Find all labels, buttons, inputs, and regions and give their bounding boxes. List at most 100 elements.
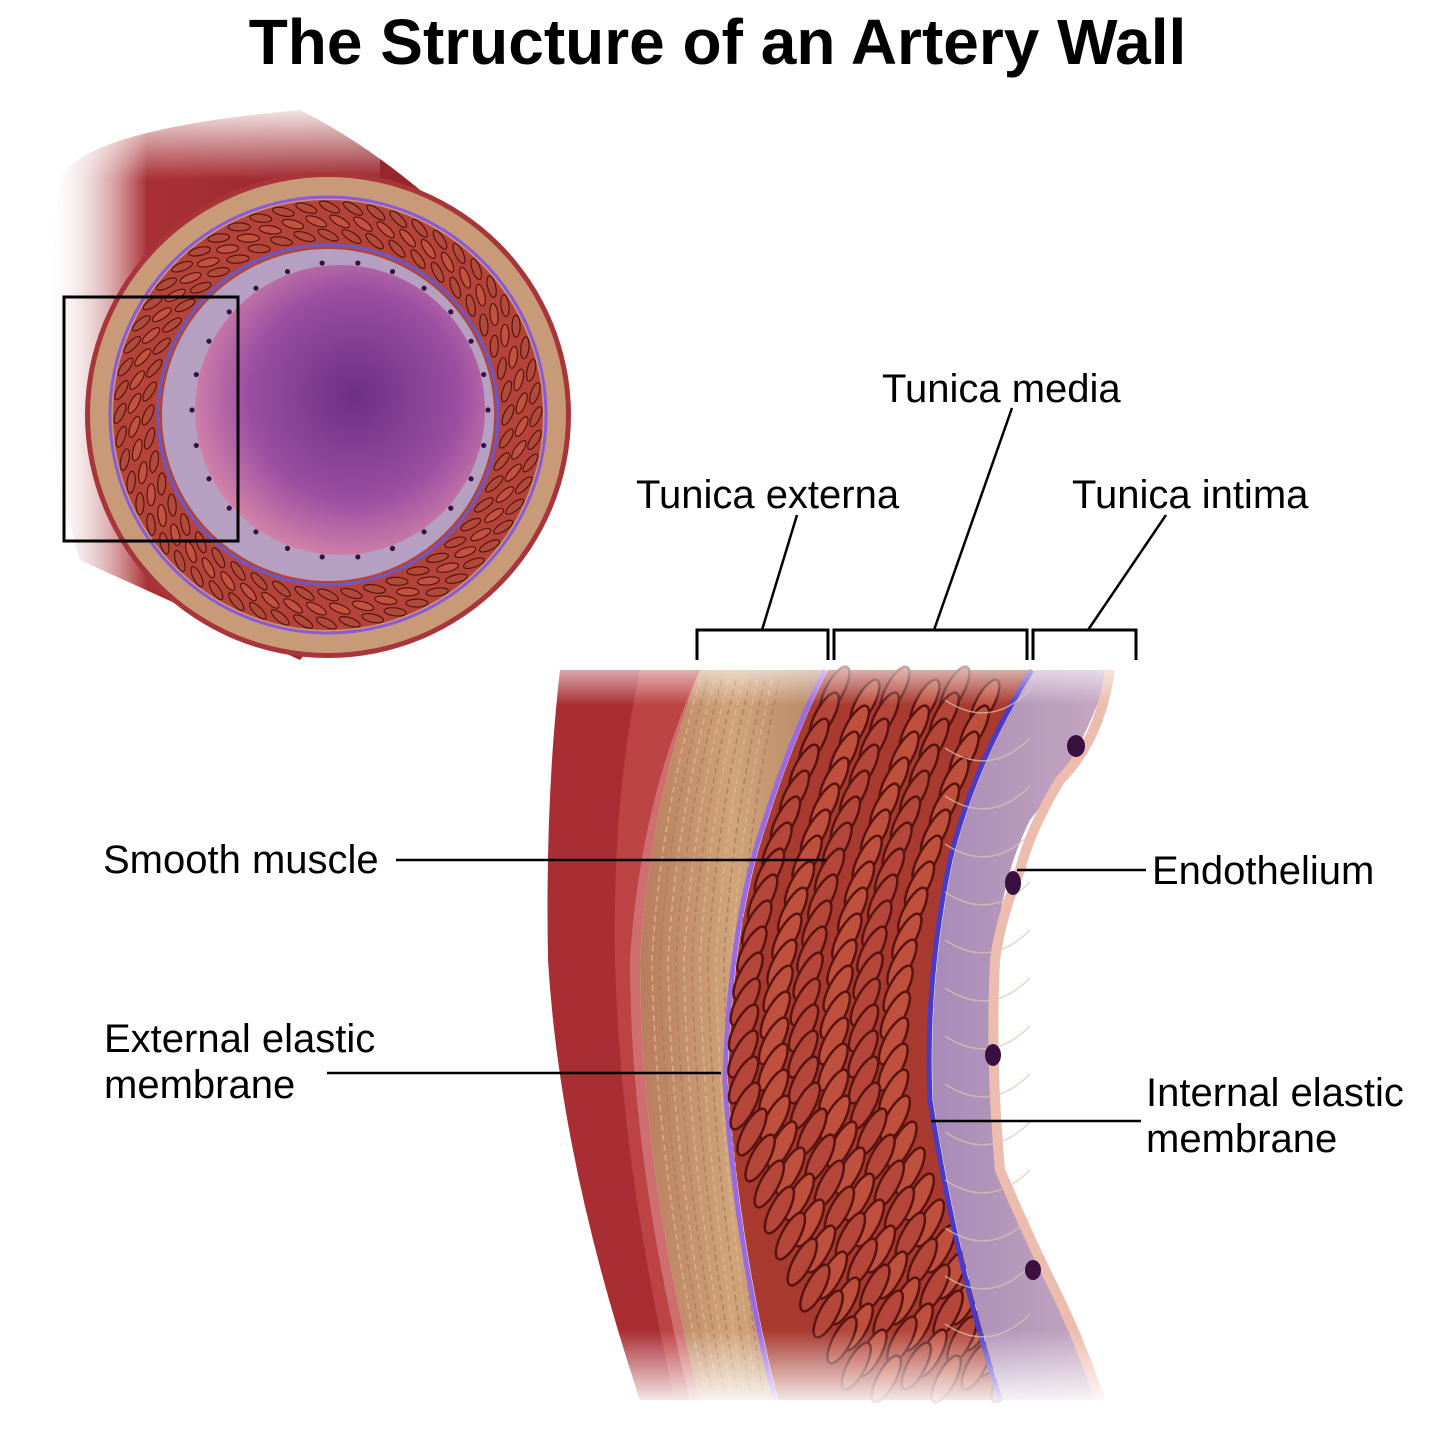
- muscle-cell: [305, 601, 327, 616]
- muscle-cell: [149, 450, 160, 474]
- nucleus: [355, 554, 361, 560]
- muscle-cell: [271, 206, 295, 218]
- intima-fiber: [944, 881, 1031, 906]
- muscle-cell: [753, 1159, 786, 1209]
- muscle-cell: [317, 588, 339, 602]
- intima-fiber: [944, 833, 1031, 858]
- external-elastic-membrane-line: [722, 668, 828, 1401]
- muscle-cell: [129, 370, 145, 390]
- muscle-cell: [485, 475, 504, 493]
- muscle-cell: [436, 562, 460, 573]
- muscle-cell: [159, 532, 170, 555]
- muscle-cell: [119, 448, 131, 472]
- muscle-cell: [500, 380, 513, 403]
- muscle-cell: [388, 239, 406, 258]
- muscle-cell: [495, 486, 515, 503]
- label-tunica-intima: Tunica intima: [1072, 473, 1309, 517]
- muscle-cell: [513, 368, 525, 392]
- muscle-cell: [207, 267, 230, 278]
- muscle-cell: [411, 218, 428, 238]
- nucleus: [253, 529, 259, 535]
- muscle-cell: [396, 587, 420, 597]
- muscle-cell: [135, 492, 145, 516]
- diagram-title: The Structure of an Artery Wall: [248, 6, 1187, 78]
- muscle-cell: [430, 261, 445, 283]
- muscle-cell: [426, 552, 449, 563]
- collagen-fiber: [707, 679, 752, 1391]
- muscle-cell: [152, 337, 171, 355]
- intima-fiber: [944, 737, 1031, 762]
- muscle-cell: [444, 536, 467, 549]
- muscle-cell: [449, 276, 462, 299]
- muscle-cell: [137, 461, 148, 485]
- externa-fibers: [651, 679, 780, 1391]
- muscle-cell: [459, 266, 472, 289]
- collagen-fiber: [683, 679, 732, 1391]
- muscle-cell: [383, 607, 407, 617]
- muscle-cell: [520, 336, 530, 360]
- muscle-cell: [261, 591, 280, 609]
- muscle-cell: [269, 236, 293, 247]
- muscle-cell: [511, 440, 527, 460]
- muscle-cell: [143, 427, 156, 450]
- muscle-cell: [342, 201, 364, 216]
- label-internal-elastic-membrane: Internal elastic membrane: [1146, 1071, 1404, 1161]
- muscle-cell: [134, 348, 152, 367]
- muscle-cell: [123, 335, 142, 354]
- muscle-cell: [353, 216, 373, 232]
- muscle-cell: [115, 425, 127, 448]
- muscle-cell: [216, 244, 240, 254]
- nucleus: [481, 371, 487, 378]
- muscle-cell: [146, 483, 156, 507]
- muscle-cell: [228, 592, 245, 612]
- endothelium-layer: [988, 669, 1115, 1402]
- muscle-cell: [505, 498, 525, 515]
- wall-section: [540, 645, 1140, 1410]
- nucleus: [485, 407, 491, 413]
- muscle-cell: [128, 415, 141, 438]
- intima-fiber: [944, 1073, 1031, 1098]
- muscle-cell: [141, 404, 155, 426]
- tunica-externa-layer: [640, 670, 825, 1400]
- nucleus: [1025, 1260, 1041, 1280]
- muscle-cell: [744, 1133, 776, 1183]
- muscle-cell: [399, 228, 416, 248]
- muscle-cell: [126, 470, 136, 494]
- muscle-cell: [190, 565, 204, 588]
- nucleus: [389, 269, 396, 275]
- muscle-cell: [294, 586, 315, 601]
- muscle-cell: [452, 242, 466, 265]
- muscle-cell: [501, 404, 515, 426]
- zoom-box: [62, 295, 240, 543]
- muscle-cell: [113, 402, 127, 425]
- muscle-cell: [207, 233, 231, 243]
- nucleus: [421, 529, 427, 535]
- nucleus: [1067, 735, 1085, 757]
- muscle-cell: [763, 1185, 796, 1235]
- muscle-cell: [365, 232, 384, 250]
- label-external-elastic-membrane: External elastic membrane: [104, 1017, 376, 1107]
- muscle-cell: [500, 294, 510, 318]
- muscle-cell: [445, 573, 468, 584]
- intima-fiber: [944, 929, 1031, 954]
- muscle-cell: [292, 614, 314, 629]
- muscle-cell: [305, 215, 328, 228]
- muscle-cell: [515, 392, 528, 415]
- muscle-cell: [410, 249, 426, 270]
- intima-fiber: [944, 1169, 1031, 1194]
- muscle-cell: [201, 557, 216, 579]
- muscle-cell: [157, 472, 167, 496]
- muscle-cell: [211, 547, 226, 569]
- nucleus: [468, 338, 474, 344]
- nucleus: [421, 285, 427, 291]
- muscle-cell: [493, 452, 511, 471]
- muscle-cell: [142, 381, 157, 402]
- cross-nuclei: [189, 260, 491, 560]
- muscle-cell: [486, 275, 497, 298]
- muscle-cell: [511, 314, 521, 338]
- endothelial-nuclei: [985, 735, 1085, 1280]
- intima-fiber: [944, 1121, 1031, 1146]
- muscle-cell: [179, 271, 202, 284]
- muscle-cell: [489, 303, 499, 327]
